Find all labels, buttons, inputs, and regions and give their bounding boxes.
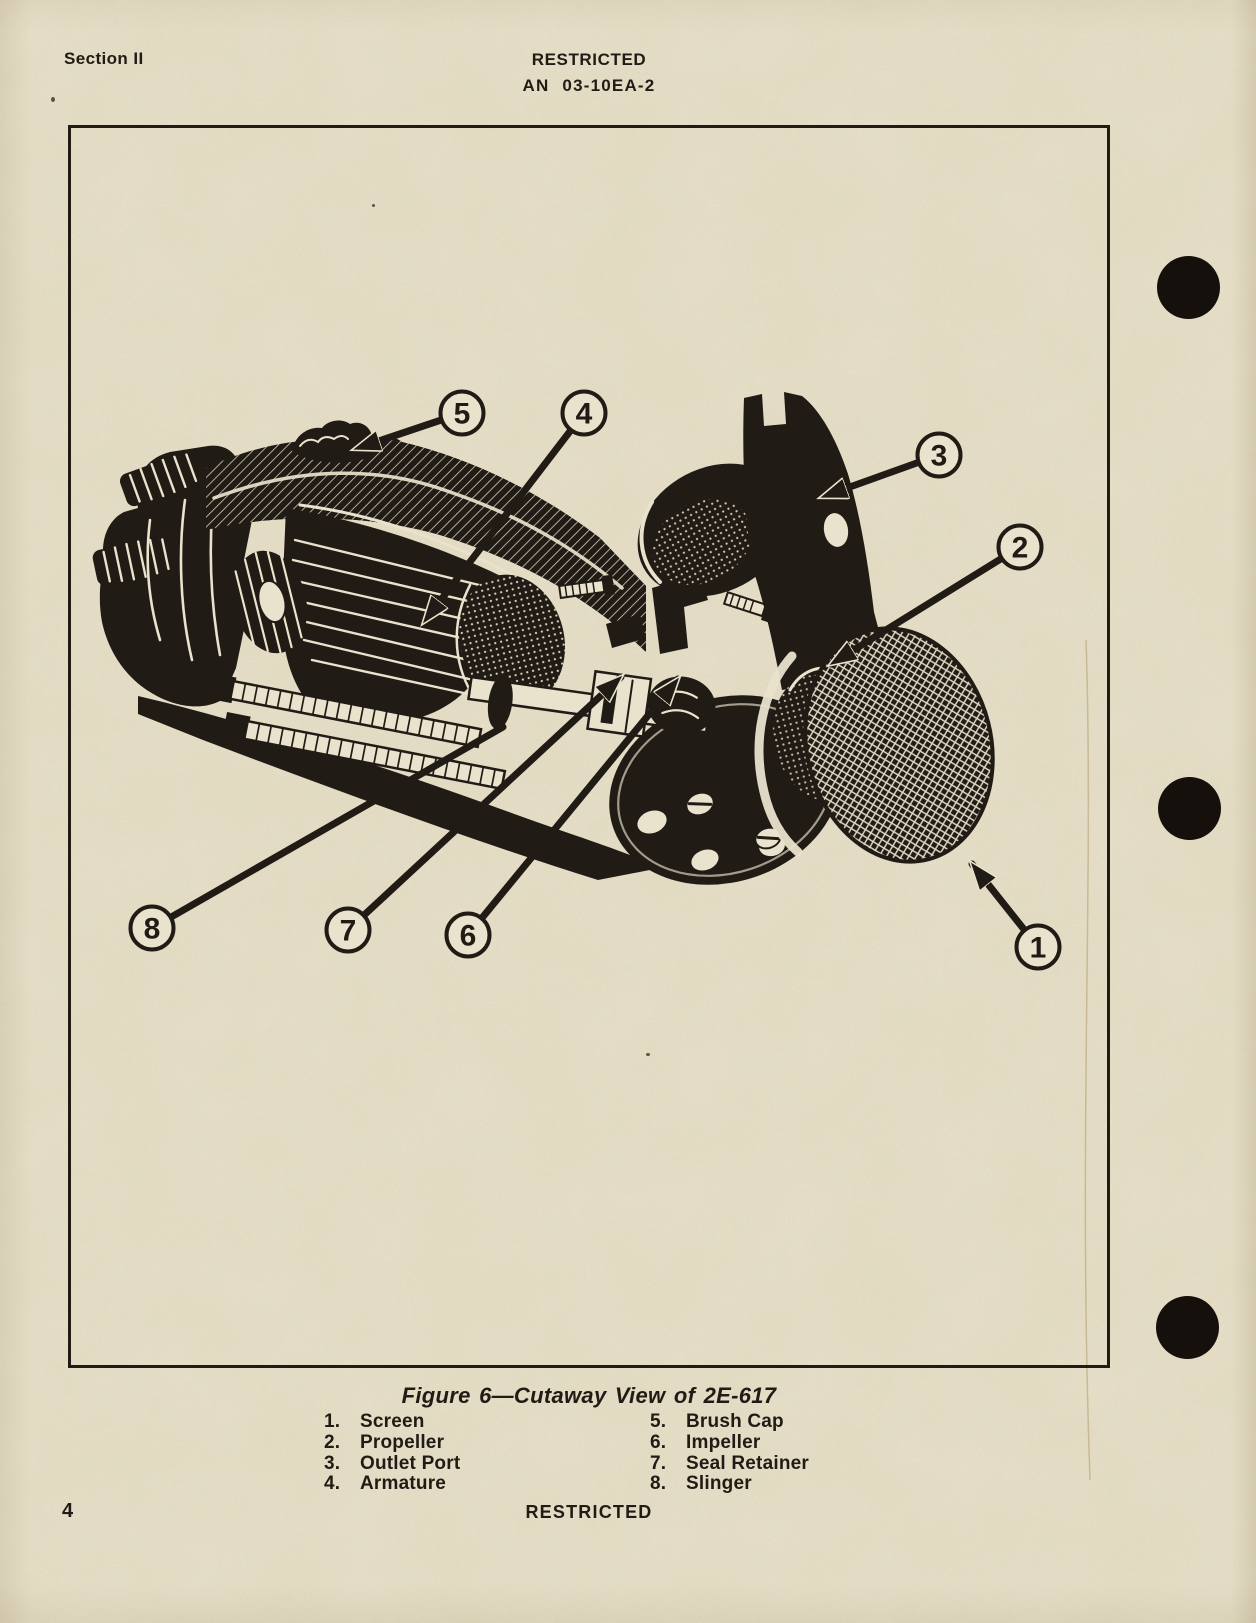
figure-caption: Figure 6—Cutaway View of 2E-617: [401, 1383, 777, 1408]
legend-item-number: 7.: [650, 1452, 667, 1474]
legend-item-label: Armature: [360, 1473, 447, 1495]
legend-item: 4. Armature: [324, 1473, 460, 1495]
footer-classification: RESTRICTED: [525, 1502, 653, 1522]
legend-item-number: 5.: [650, 1411, 667, 1432]
callout-7-leader-line: [344, 677, 621, 934]
callout-8-leader-line: [148, 723, 507, 932]
callout-2-circle: [996, 523, 1044, 571]
callout-3-circle: [915, 431, 963, 479]
legend-column-2: 5. Brush Cap 6. Impeller 7. Seal Retainer 8…: [650, 1411, 809, 1495]
machine-flange-bolt-holes: [637, 791, 785, 871]
callout-2-leader-line: [831, 543, 1024, 668]
callout-8-circle: [128, 904, 176, 952]
callout-6-circle: [444, 911, 492, 959]
machine-brush-cap-knurled-top: [119, 449, 207, 507]
callout-2-number: 2: [1012, 532, 1029, 565]
page-number: 4: [62, 1500, 74, 1522]
doc-number: AN 03-10EA-2: [522, 76, 656, 95]
callout-5-circle: [438, 389, 486, 437]
legend-item-label: Screen: [360, 1411, 425, 1432]
callout-5: 5: [438, 389, 486, 437]
legend-item-label: Brush Cap: [686, 1411, 784, 1432]
legend-item: 8. Slinger: [650, 1473, 809, 1495]
binding-hole-bottom: [1156, 1296, 1219, 1359]
callouts: 1 2 3 4 5 6 7: [128, 389, 1062, 971]
paper-speck: [372, 204, 375, 207]
machine-armature: [232, 503, 565, 724]
legend-item: 7. Seal Retainer: [650, 1452, 809, 1475]
machine-mounting-plate: [743, 392, 884, 690]
binding-hole-top: [1157, 256, 1220, 319]
callout-3-number: 3: [931, 440, 948, 473]
legend-item-number: 6.: [650, 1431, 667, 1453]
callout-7: 7: [324, 906, 372, 954]
callout-1-number: 1: [1030, 932, 1047, 965]
binding-hole-middle: [1158, 777, 1221, 840]
legend-item-label: Impeller: [686, 1431, 761, 1453]
legend-item-number: 3.: [324, 1452, 341, 1474]
machine-clamp-band: [754, 651, 803, 857]
cutaway-illustration: 1 2 3 4 5 6 7: [92, 389, 1062, 971]
callout-3: 3: [915, 431, 963, 479]
callout-2: 2: [996, 523, 1044, 571]
callout-1: 1: [1014, 923, 1062, 971]
legend-item: 2. Propeller: [324, 1431, 460, 1454]
legend-item-number: 8.: [650, 1473, 667, 1495]
callout-8-number: 8: [144, 913, 161, 946]
callout-4-leader-line: [424, 409, 588, 622]
machine-screen-dome: [803, 626, 995, 864]
legend-item: 3. Outlet Port: [324, 1452, 461, 1475]
machine-motor-housing: [206, 436, 646, 652]
paper-speck: [646, 1053, 650, 1056]
legend-item-label: Outlet Port: [360, 1452, 461, 1474]
legend-column-1: 1. Screen 2. Propeller 3. Outlet Port 4. Arm…: [324, 1411, 461, 1495]
callout-6: 6: [444, 911, 492, 959]
callout-6-number: 6: [460, 920, 477, 953]
section-label: Section II: [64, 49, 144, 68]
legend-item: 5. Brush Cap: [650, 1411, 809, 1433]
callout-7-number: 7: [340, 915, 357, 948]
machine-through-bolts: [209, 673, 507, 791]
callout-4: 4: [560, 389, 608, 437]
header-classification: RESTRICTED: [531, 50, 647, 69]
legend-item-label: Propeller: [360, 1431, 445, 1453]
legend-item-label: Seal Retainer: [686, 1452, 809, 1474]
machine-brush-cap-knurled-bottom: [92, 534, 184, 586]
figure-frame: [68, 125, 1110, 1368]
legend-item-number: 2.: [324, 1431, 341, 1453]
machine-brush-cap: [292, 420, 376, 463]
machine-cutaway: [92, 392, 995, 885]
legend-item: 6. Impeller: [650, 1431, 809, 1454]
legend-item-number: 1.: [324, 1411, 341, 1432]
callout-4-circle: [560, 389, 608, 437]
paper-speck: [51, 97, 55, 102]
machine-slinger: [487, 675, 513, 730]
callout-7-circle: [324, 906, 372, 954]
legend-item: 1. Screen: [324, 1411, 460, 1433]
machine-commutator: [232, 550, 308, 654]
callout-4-number: 4: [576, 398, 593, 431]
callout-1-circle: [1014, 923, 1062, 971]
callout-5-number: 5: [454, 398, 471, 431]
figure-legend: 1. Screen 2. Propeller 3. Outlet Port 4. Arm…: [0, 1411, 1178, 1512]
legend-item-number: 4.: [324, 1473, 341, 1495]
callout-6-leader-line: [464, 679, 678, 939]
callout-8: 8: [128, 904, 176, 952]
legend-item-label: Slinger: [686, 1473, 752, 1495]
